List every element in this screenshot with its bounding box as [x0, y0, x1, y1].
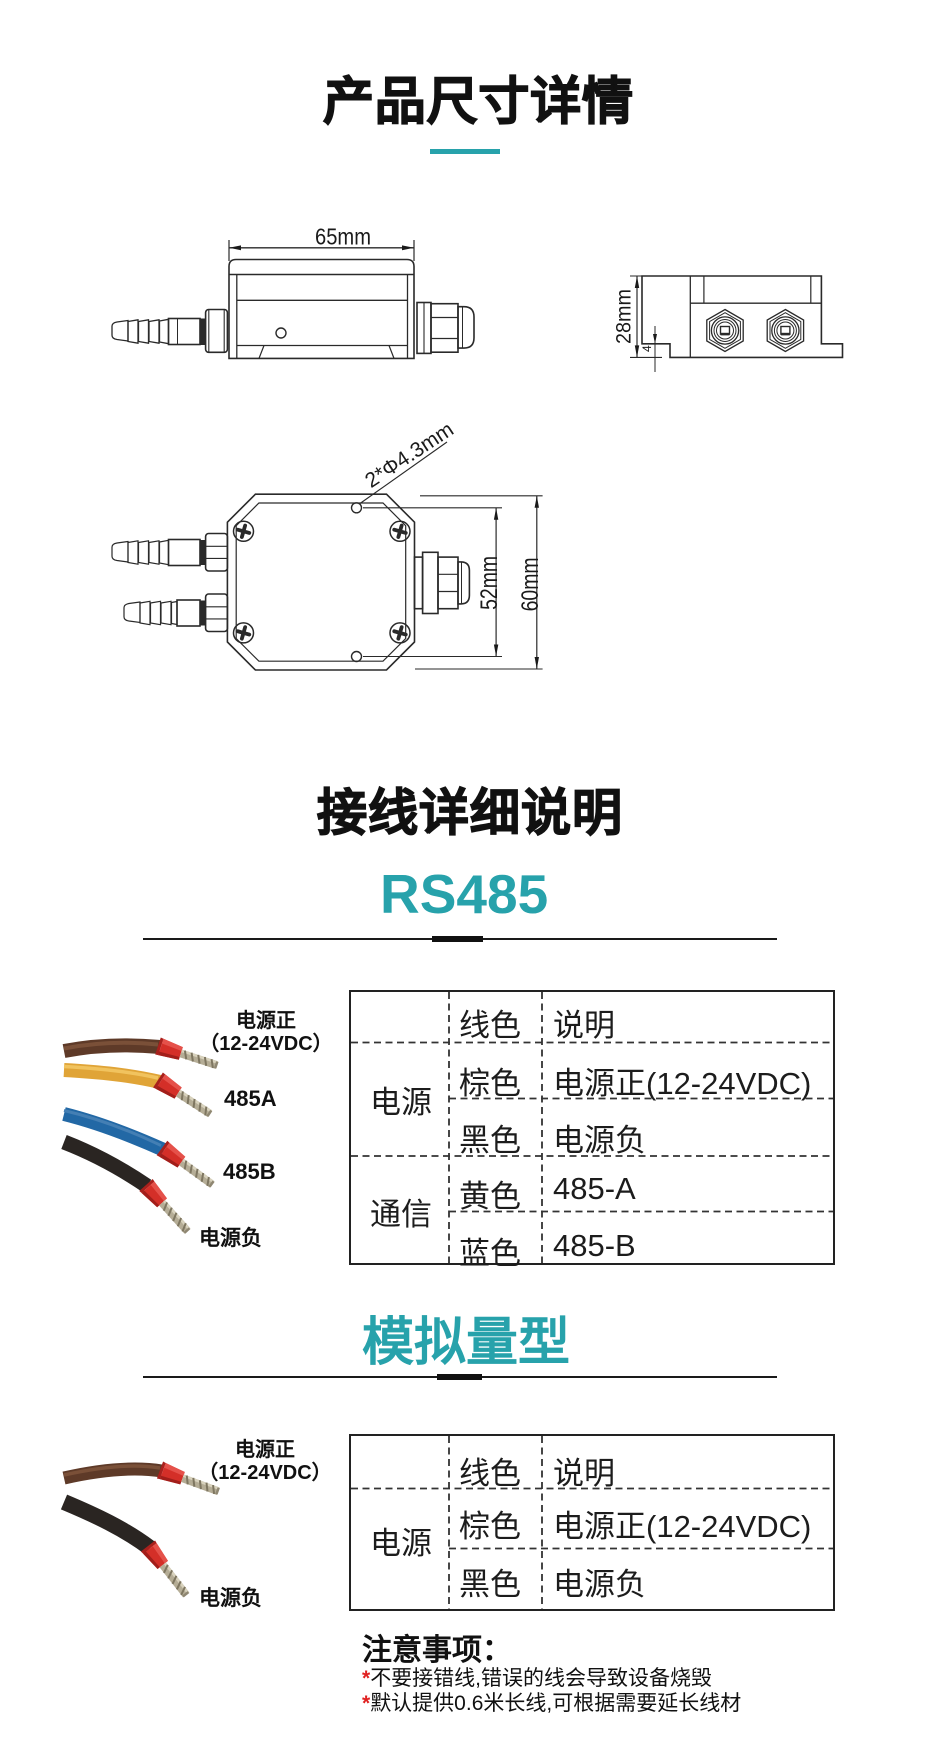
svg-text:65mm: 65mm	[315, 224, 371, 250]
svg-text:4: 4	[640, 345, 654, 352]
svg-text:2*Φ4.3mm: 2*Φ4.3mm	[361, 418, 458, 493]
svg-text:60mm: 60mm	[517, 557, 544, 611]
svg-text:28mm: 28mm	[613, 289, 636, 344]
svg-text:52mm: 52mm	[476, 556, 503, 610]
